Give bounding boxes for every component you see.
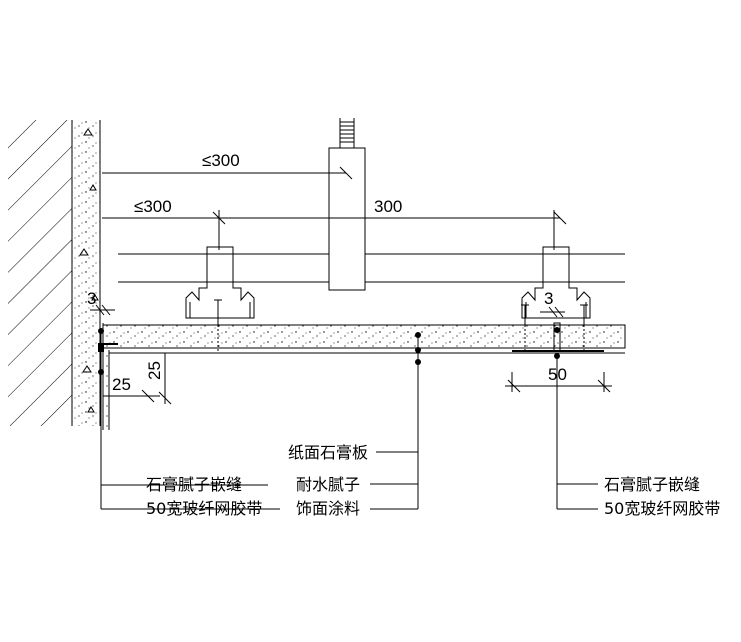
leader-dots [98,327,560,375]
dim-spacing: 300 [374,197,402,216]
dimension-lines [90,166,612,405]
cross-runner-right [512,246,604,352]
label-putty-caulk-right: 石膏腻子嵌缝 [604,475,700,494]
gypsum-board [102,324,626,354]
label-waterproof-putty: 耐水腻子 [296,475,360,494]
dim-corner-horizontal: 25 [112,375,131,394]
label-tape-left: 50宽玻纤网胶带 [146,499,262,518]
dim-gap-right: 3 [544,289,553,308]
label-gypsum-board: 纸面石膏板 [288,443,368,462]
main-runner-hanger [328,118,366,291]
cross-runner-left [185,246,255,352]
dim-top-spacing: ≤300 [202,151,240,170]
dim-corner-vertical: 25 [145,361,164,380]
concrete-wall [8,120,101,426]
label-tape-right: 50宽玻纤网胶带 [604,499,720,518]
label-putty-caulk-left: 石膏腻子嵌缝 [146,475,242,494]
dim-first-spacing: ≤300 [134,197,172,216]
carrying-channel [118,253,625,283]
dim-tape-width: 50 [548,365,567,384]
label-finish-coating: 饰面涂料 [296,499,360,518]
dim-gap-left: 3 [87,289,96,308]
